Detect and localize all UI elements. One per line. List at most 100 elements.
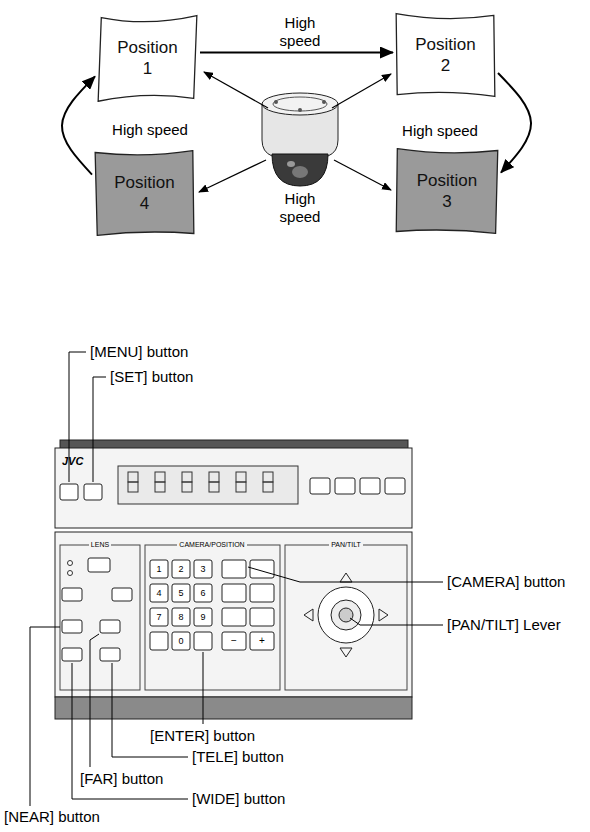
remote-control-unit <box>182 482 192 492</box>
remote-control-unit <box>222 560 246 578</box>
callout-label: [TELE] button <box>192 748 284 766</box>
remote-control-unit <box>250 608 274 626</box>
remote-control-unit <box>194 608 212 626</box>
panel-outline <box>92 147 197 239</box>
remote-control-unit <box>385 478 405 494</box>
remote-control-unit <box>112 588 132 601</box>
speed-label: High speed <box>402 122 478 140</box>
section-title: LENS <box>89 540 111 550</box>
remote-control-unit <box>331 600 361 630</box>
section-title: CAMERA/POSITION <box>177 540 246 550</box>
leader-line <box>203 652 204 724</box>
remote-control-unit <box>172 584 190 602</box>
dome-camera <box>262 93 338 115</box>
remote-control-unit <box>310 478 330 494</box>
remote-control-unit <box>172 632 190 650</box>
remote-control-unit <box>222 632 246 650</box>
callout-label: [CAMERA] button <box>447 573 565 591</box>
view-direction-line <box>334 160 391 190</box>
remote-control-unit <box>150 632 168 650</box>
position-name: Position 1 <box>112 37 184 80</box>
motion-arrow <box>498 73 531 173</box>
leader-line <box>90 634 99 767</box>
position-name: Position 3 <box>411 170 483 213</box>
callout-label: [FAR] button <box>80 770 163 788</box>
remote-control-unit <box>236 482 246 492</box>
dome-camera <box>298 108 302 112</box>
remote-control-unit <box>194 632 212 650</box>
speed-label: High speed <box>270 190 330 226</box>
remote-control-unit <box>339 608 353 622</box>
remote-control-unit <box>68 571 73 576</box>
key-label: 0 <box>172 632 190 650</box>
key-label: + <box>250 632 274 650</box>
view-direction-line <box>199 72 391 192</box>
remote-control-unit <box>335 478 355 494</box>
callout-label: [WIDE] button <box>192 790 285 808</box>
remote-control-unit <box>194 584 212 602</box>
key-label: 3 <box>194 560 212 578</box>
remote-control-unit <box>172 560 190 578</box>
remote-control-unit <box>55 440 412 719</box>
dome-camera <box>274 100 278 104</box>
remote-control-unit <box>304 573 388 657</box>
remote-control-unit <box>62 588 82 601</box>
callout-label: [NEAR] button <box>4 808 100 826</box>
remote-control-unit <box>222 584 246 602</box>
leader-line <box>248 567 443 582</box>
remote-control-unit <box>360 478 380 494</box>
remote-control-unit <box>62 620 82 633</box>
callout-label: [MENU] button <box>90 343 188 361</box>
position-panel: Position 2 <box>393 10 498 100</box>
remote-control-unit <box>68 561 73 566</box>
section-title: PAN/TILT <box>329 540 363 550</box>
key-label: 9 <box>194 608 212 626</box>
remote-control-unit <box>155 482 165 492</box>
brand-logo: JVC <box>62 452 83 470</box>
remote-control-unit <box>285 545 407 690</box>
remote-control-unit <box>318 587 374 643</box>
remote-control-unit <box>100 620 120 633</box>
remote-control-unit <box>128 472 273 492</box>
view-direction-line <box>332 74 391 108</box>
remote-control-unit <box>100 648 120 661</box>
callout-label: [PAN/TILT] Lever <box>447 616 561 634</box>
position-panel: Position 1 <box>95 12 200 104</box>
position-name: Position 4 <box>109 172 181 215</box>
position-panel: Position 4 <box>92 147 197 239</box>
panel-outline <box>396 149 498 234</box>
dome-camera <box>292 166 308 178</box>
remote-control-unit <box>60 484 78 500</box>
callout-label: [ENTER] button <box>150 727 255 745</box>
position-name: Position 2 <box>410 34 482 77</box>
remote-control-unit <box>150 584 168 602</box>
dome-camera <box>272 154 328 186</box>
remote-control-unit <box>263 472 273 482</box>
dome-camera <box>287 161 295 167</box>
key-label: 2 <box>172 560 190 578</box>
panel-outline <box>98 16 197 102</box>
remote-control-unit <box>182 472 192 482</box>
remote-control-unit <box>236 472 246 482</box>
remote-control-unit <box>150 608 168 626</box>
view-direction-line <box>204 72 268 108</box>
remote-control-unit <box>55 448 412 528</box>
key-label: 7 <box>150 608 168 626</box>
key-label: 4 <box>150 584 168 602</box>
remote-control-unit <box>150 560 168 578</box>
dome-camera <box>322 100 326 104</box>
speed-label: High speed <box>270 14 330 50</box>
callout-label: [SET] button <box>110 368 193 386</box>
remote-control-unit <box>172 608 190 626</box>
remote-control-unit <box>84 484 102 500</box>
dome-camera <box>273 97 327 111</box>
remote-control-unit <box>209 472 219 482</box>
remote-control-unit <box>155 472 165 482</box>
speed-label: High speed <box>112 121 188 139</box>
motion-arrow <box>62 76 95 174</box>
remote-control-unit <box>145 545 280 690</box>
remote-control-unit <box>194 560 212 578</box>
leader-line <box>350 618 443 625</box>
